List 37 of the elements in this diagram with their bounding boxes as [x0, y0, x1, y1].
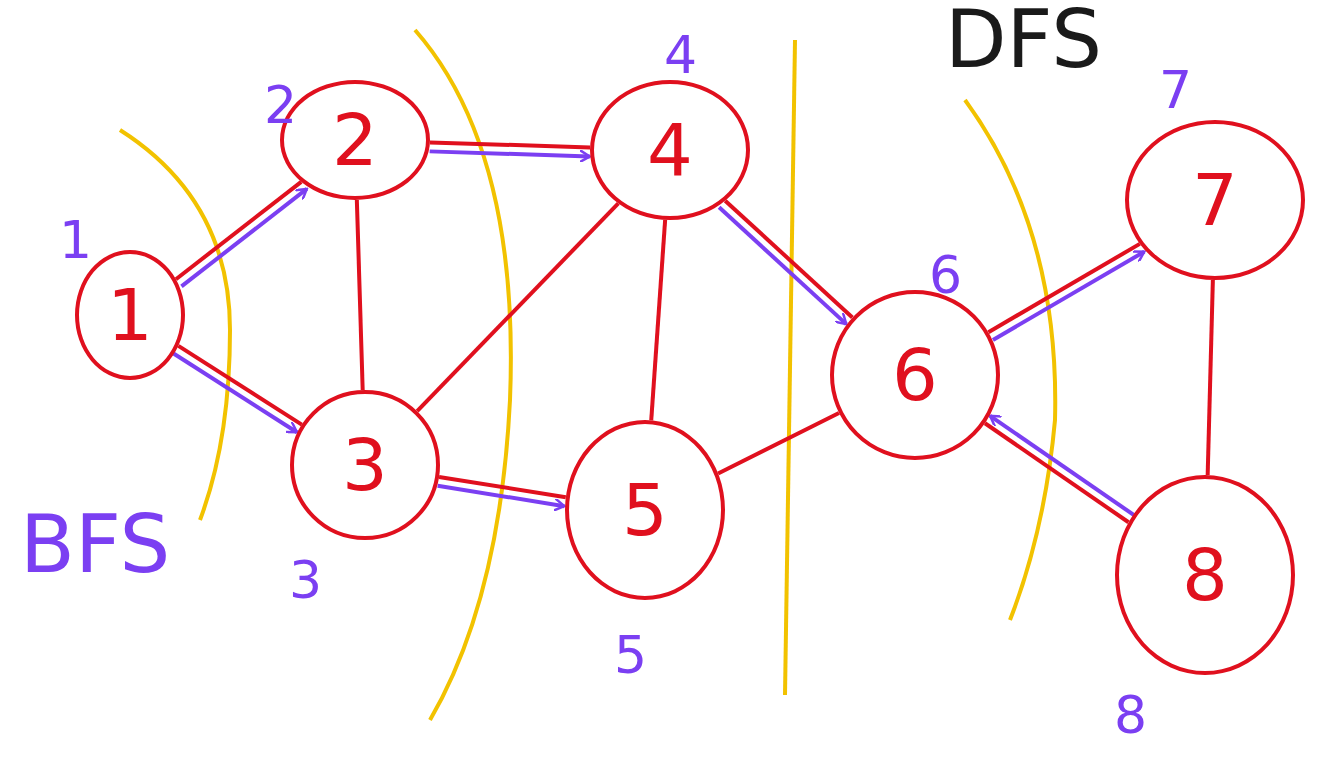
node-number: 3	[342, 429, 388, 501]
traversal-arrow	[172, 351, 299, 434]
graph-edge	[177, 344, 303, 427]
node-number: 7	[1192, 164, 1238, 236]
traversal-arrow	[988, 414, 1135, 517]
graph-edge	[717, 411, 840, 476]
traversal-arrow	[717, 205, 848, 326]
node-number: 5	[622, 474, 668, 546]
visit-order-number: 6	[929, 249, 963, 301]
node-number: 8	[1182, 539, 1228, 611]
visit-order-number: 4	[664, 29, 698, 81]
graph-edge	[174, 180, 303, 281]
visit-order-number: 2	[264, 79, 298, 131]
graph-edge	[415, 202, 620, 413]
visit-order-number: 7	[1159, 64, 1193, 116]
graph-edge	[983, 421, 1130, 524]
graph-edge	[354, 199, 365, 391]
graph-edge	[438, 474, 567, 500]
graph-edge	[429, 140, 591, 150]
graph-edge	[649, 219, 668, 421]
visit-order-number: 8	[1114, 689, 1148, 741]
node-number: 2	[332, 104, 378, 176]
node-number: 6	[892, 339, 938, 411]
traversal-arrow	[429, 148, 591, 164]
traversal-arrow	[437, 483, 566, 512]
node-number: 1	[107, 279, 153, 351]
node-number: 4	[647, 114, 693, 186]
graph-edge	[987, 242, 1141, 334]
algorithm-label: DFS	[945, 0, 1102, 80]
graph-edge	[1205, 279, 1215, 476]
visit-order-number: 3	[289, 554, 323, 606]
traversal-arrow	[991, 249, 1146, 342]
visit-order-number: 1	[59, 214, 93, 266]
algorithm-label: BFS	[20, 505, 171, 585]
graph-edge	[723, 199, 854, 319]
visit-order-number: 5	[614, 629, 648, 681]
traversal-arrow	[180, 187, 308, 288]
